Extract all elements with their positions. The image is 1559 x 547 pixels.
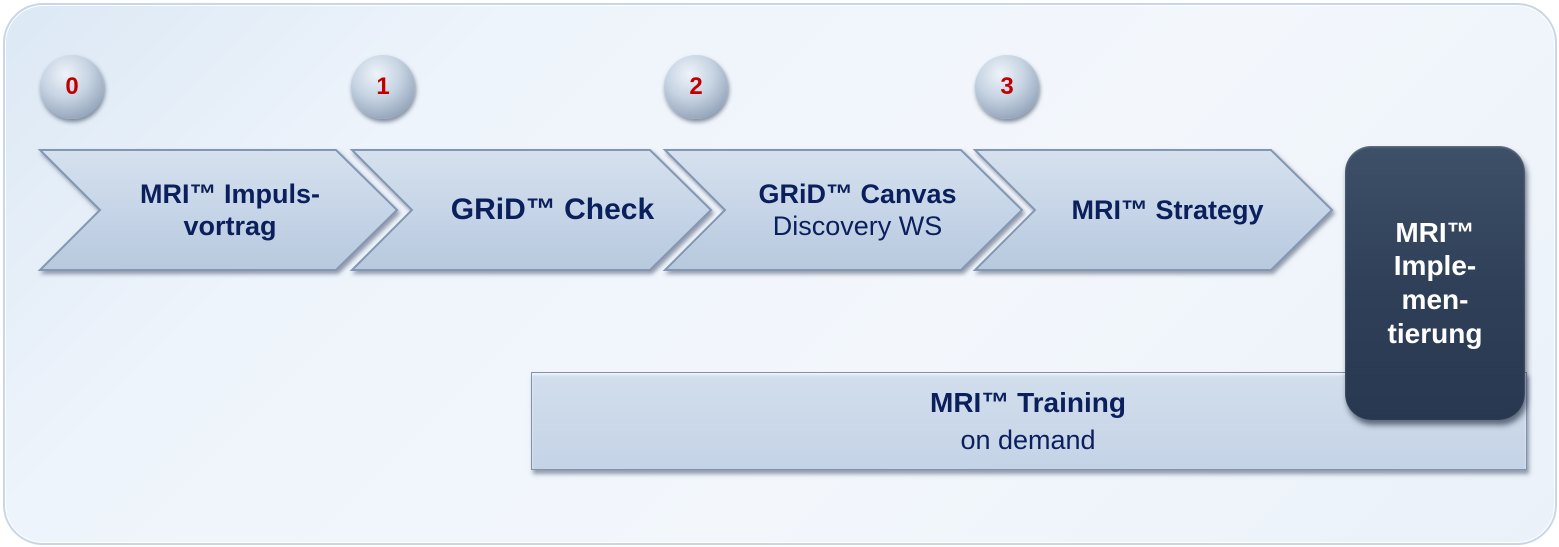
step-2-title: GRiD™ Canvas bbox=[758, 178, 957, 209]
step-0-label: MRI™ Impuls- vortrag bbox=[110, 165, 350, 255]
chevron-step-0 bbox=[37, 149, 399, 271]
step-1-title: GRiD™ Check bbox=[450, 193, 655, 226]
step-0-title-line-2: vortrag bbox=[183, 211, 277, 241]
step-0-number-circle: 0 bbox=[40, 55, 104, 119]
step-2-label: GRiD™ Canvas Discovery WS bbox=[725, 165, 990, 255]
chevron-step-3 bbox=[972, 149, 1334, 271]
step-2-number: 2 bbox=[689, 73, 703, 100]
training-title: MRI™ Training bbox=[930, 387, 1126, 418]
training-subtitle: on demand bbox=[960, 424, 1096, 455]
step-2-subtitle: Discovery WS bbox=[772, 211, 943, 241]
step-2-number-circle: 2 bbox=[664, 55, 728, 119]
implementation-line-1: MRI™ bbox=[1395, 216, 1475, 248]
chevron-step-1 bbox=[349, 149, 713, 271]
implementation-line-3: men- bbox=[1401, 284, 1469, 315]
implementation-line-4: tierung bbox=[1387, 317, 1483, 349]
step-0-title-line-1: MRI™ Impuls- bbox=[140, 178, 320, 209]
step-3-title: MRI™ Strategy bbox=[1071, 194, 1264, 225]
chevron-step-2 bbox=[662, 149, 1024, 271]
implementation-line-2: Imple- bbox=[1393, 250, 1477, 282]
step-1-label: GRiD™ Check bbox=[415, 165, 690, 255]
step-1-number-circle: 1 bbox=[351, 55, 415, 119]
step-1-number: 1 bbox=[376, 73, 390, 100]
step-3-number: 3 bbox=[1000, 73, 1014, 100]
step-0-number: 0 bbox=[65, 73, 79, 100]
implementation-box: MRI™ Imple- men- tierung bbox=[1345, 146, 1525, 420]
step-3-label: MRI™ Strategy bbox=[1035, 165, 1300, 255]
training-label: MRI™ Training on demand bbox=[531, 378, 1525, 464]
step-3-number-circle: 3 bbox=[975, 55, 1039, 119]
